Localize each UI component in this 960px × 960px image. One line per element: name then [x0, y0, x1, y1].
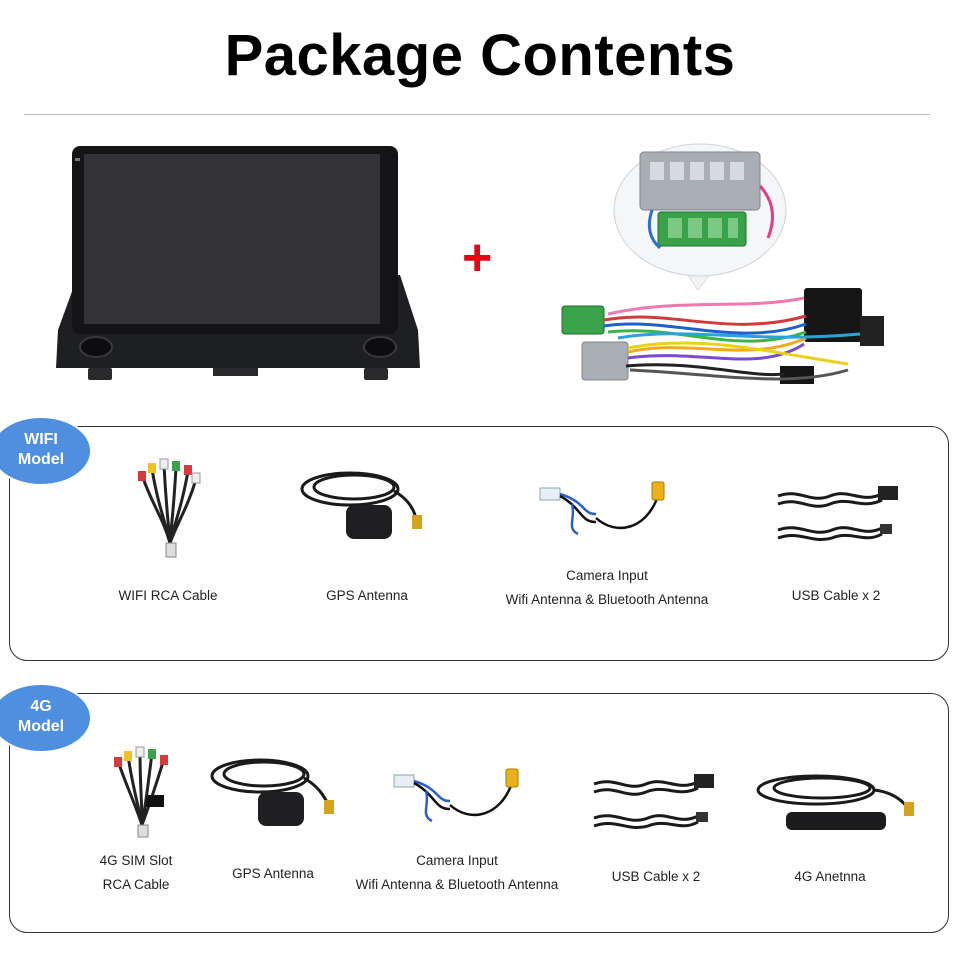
usb-cable-icon: [593, 774, 714, 829]
gps-antenna-icon: [210, 758, 334, 826]
title-divider: [24, 114, 930, 115]
4g-usb-cable-label: USB Cable x 2: [611, 869, 701, 884]
wifi-rca-cable-label: WIFI RCA Cable: [118, 588, 218, 603]
usb-cable-icon: [777, 486, 898, 541]
rca-cable-icon: [138, 458, 201, 558]
camera-wifi-bt-antenna-icon: [539, 481, 665, 536]
plus-icon: +: [462, 229, 493, 287]
4g-camera-input-label: Camera Input Wifi Antenna & Bluetooth An…: [355, 853, 559, 892]
4g-gps-antenna-label: GPS Antenna: [232, 866, 314, 881]
4g-antenna-label: 4G Anetnna: [794, 869, 866, 884]
wiring-harness-image: [561, 143, 884, 384]
sim-slot-rca-cable-icon: [114, 746, 168, 838]
4g-sim-slot-label: 4G SIM Slot RCA Cable: [99, 853, 173, 892]
page-title: Package Contents: [224, 23, 736, 88]
wifi-model-badge: WIFI Model: [0, 418, 90, 484]
wifi-camera-input-label: Camera Input Wifi Antenna & Bluetooth An…: [505, 568, 709, 607]
wifi-gps-antenna-label: GPS Antenna: [326, 588, 408, 603]
4g-antenna-icon: [756, 774, 914, 830]
gps-antenna-icon: [300, 471, 422, 539]
camera-wifi-bt-antenna-icon: [393, 768, 519, 823]
4g-model-badge: 4G Model: [0, 685, 90, 751]
wifi-usb-cable-label: USB Cable x 2: [791, 588, 881, 603]
head-unit-screen-image: [56, 146, 420, 380]
